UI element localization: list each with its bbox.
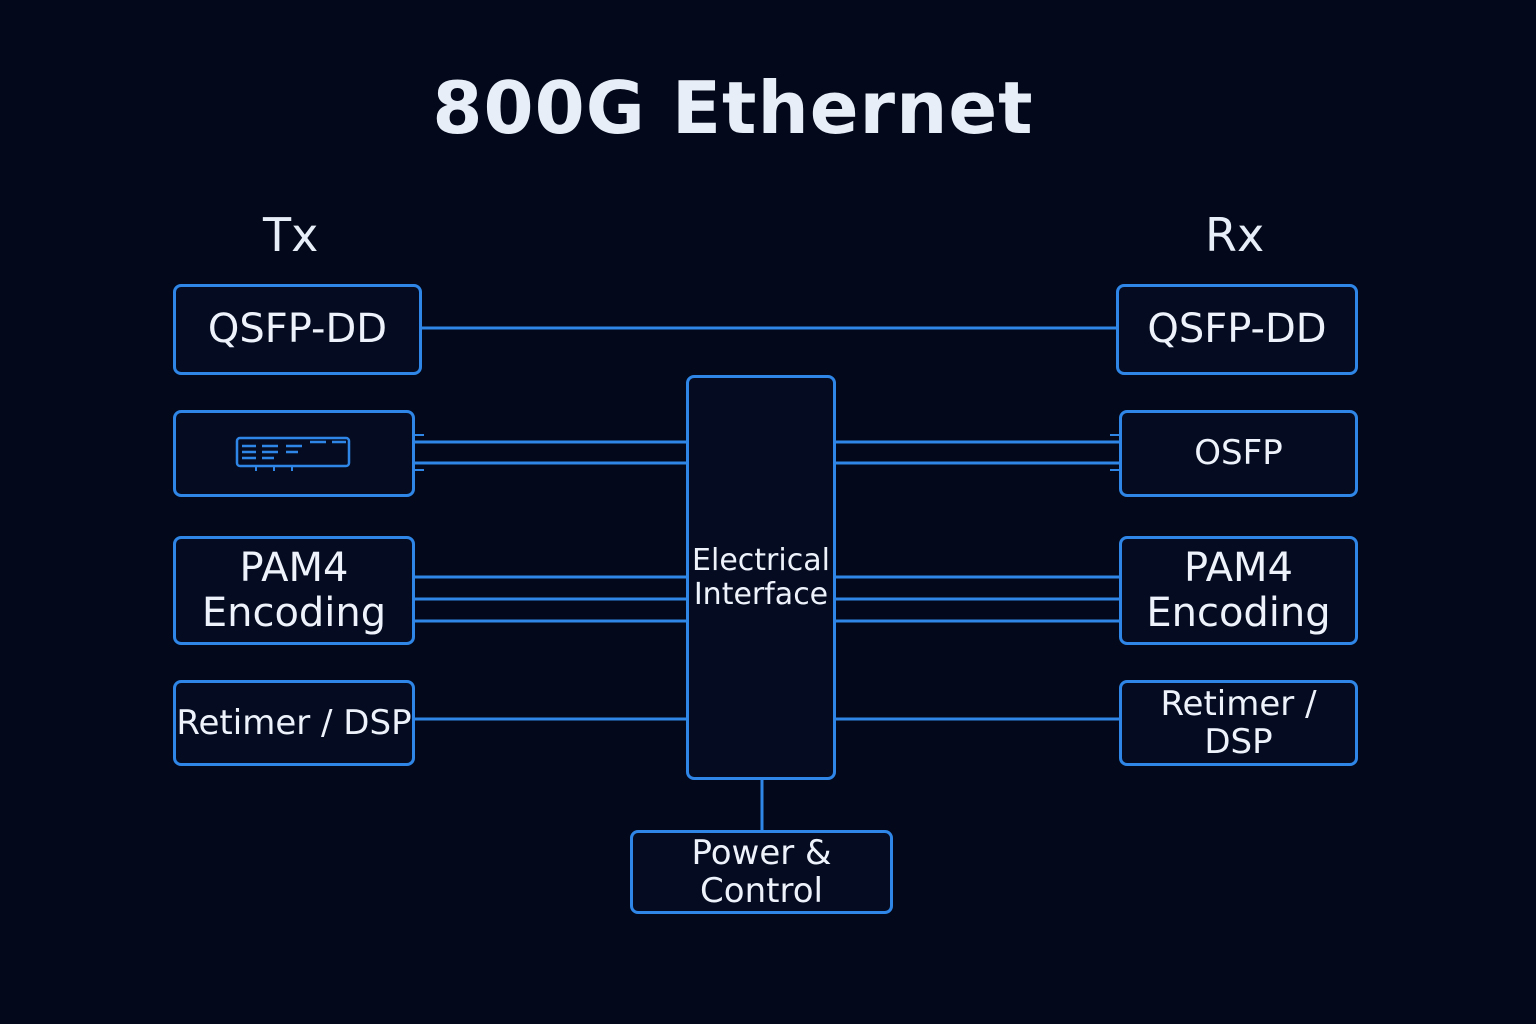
rx-osfp-box: OSFP — [1119, 410, 1358, 497]
power-control-label: Power & Control — [691, 832, 832, 911]
tx-pam4-line2: Encoding — [201, 589, 387, 636]
tx-label: Tx — [263, 208, 319, 262]
tx-retimer-label: Retimer / DSP — [176, 702, 412, 743]
electrical-interface-line2: Interface — [693, 576, 829, 612]
rx-pam4-line2: Encoding — [1146, 589, 1331, 636]
tx-pam4-line1: PAM4 — [239, 544, 349, 591]
diagram-title: 800G Ethernet — [432, 66, 1034, 150]
rx-qsfp-dd-box: QSFP-DD — [1116, 284, 1358, 375]
rx-pam4-box: PAM4 Encoding — [1119, 536, 1358, 645]
electrical-interface-box: Electrical Interface — [686, 375, 836, 780]
rx-pam4-line1: PAM4 — [1184, 544, 1293, 591]
rx-osfp-label: OSFP — [1194, 433, 1283, 474]
rx-qsfp-dd-label: QSFP-DD — [1147, 306, 1327, 353]
tx-retimer-box: Retimer / DSP — [173, 680, 415, 766]
tx-qsfp-dd-box: QSFP-DD — [173, 284, 422, 375]
tx-module-box — [173, 410, 415, 497]
rx-retimer-box: Retimer / DSP — [1119, 680, 1358, 766]
tx-qsfp-dd-label: QSFP-DD — [207, 306, 388, 353]
power-control-box: Power & Control — [630, 830, 893, 914]
electrical-interface-line1: Electrical — [692, 542, 830, 578]
module-chip-icon — [235, 436, 351, 471]
rx-label: Rx — [1205, 208, 1265, 262]
rx-retimer-label: Retimer / DSP — [1160, 683, 1317, 762]
tx-pam4-box: PAM4 Encoding — [173, 536, 415, 645]
